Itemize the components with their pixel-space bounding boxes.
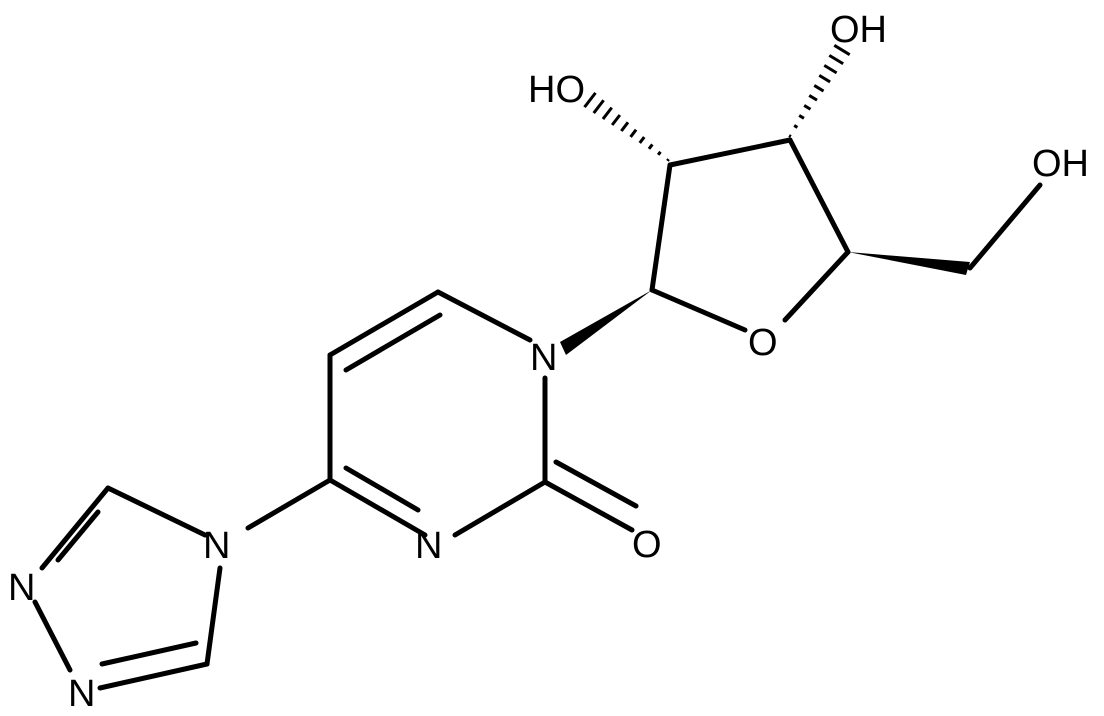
- wedge-c4p-c5p: [848, 252, 970, 275]
- hash-line: [610, 114, 622, 126]
- label-ho-top-left: HO: [528, 69, 585, 111]
- bond-c1p-c2p: [649, 162, 673, 293]
- label-n1: N: [530, 337, 557, 379]
- bond-tn4-c5: [105, 485, 208, 538]
- bond-c4p-o4p: [782, 249, 851, 323]
- bond-c3-tn4: [204, 565, 223, 667]
- bond-c5p-oh: [967, 182, 1043, 271]
- label-carbonyl-oxygen: O: [632, 524, 662, 566]
- wedge-c1p-n1: [560, 290, 652, 355]
- hash-line: [656, 150, 662, 156]
- bond-o4p-c1p: [649, 287, 748, 333]
- bond-c5-c6: [327, 289, 441, 358]
- hash-line: [793, 124, 799, 129]
- bond-n3-c2: [452, 479, 548, 538]
- hash-line: [666, 158, 670, 162]
- hash-c2p-oh: [583, 91, 670, 162]
- label-n3: N: [415, 525, 442, 567]
- hash-line: [823, 64, 838, 75]
- hash-line: [788, 134, 792, 138]
- label-oh-top-right: OH: [830, 9, 887, 51]
- hash-line: [638, 136, 646, 144]
- bond-c4-n3: [327, 477, 428, 538]
- label-triazole-n4: N: [203, 525, 230, 567]
- hash-line: [583, 91, 597, 109]
- hash-line: [620, 121, 630, 132]
- bond-c5-c6-double: [343, 312, 443, 373]
- bond-c6-n1: [435, 289, 533, 343]
- bond-c4-n3-double: [343, 465, 421, 513]
- bond-c2p-c3p: [667, 137, 793, 168]
- hash-line: [647, 143, 654, 150]
- bond-c2-o: [542, 479, 635, 533]
- label-oh-right: OH: [1032, 143, 1089, 185]
- bond-c2-o-double: [553, 459, 639, 509]
- hash-line: [818, 74, 831, 84]
- hash-line: [592, 99, 605, 115]
- label-triazole-n1: N: [68, 673, 95, 715]
- bond-c4-triazole: [245, 477, 333, 531]
- hash-line: [629, 128, 638, 138]
- bond-c5-tn1-double: [55, 509, 101, 563]
- hash-line: [808, 94, 818, 102]
- bond-tn2-c3: [97, 661, 210, 691]
- hash-line: [798, 114, 805, 120]
- hash-line: [601, 106, 613, 120]
- bond-c5-tn1: [39, 485, 111, 571]
- hash-c3p-oh: [788, 44, 851, 138]
- hash-line: [828, 54, 844, 66]
- bond-tn1-tn2: [32, 599, 73, 673]
- bond-tn2-c3-double: [99, 640, 199, 667]
- hash-line: [833, 44, 851, 56]
- hash-line: [803, 104, 812, 111]
- bond-c3p-c4p: [787, 137, 851, 255]
- label-triazole-n2: N: [8, 567, 35, 609]
- label-ring-oxygen: O: [748, 322, 778, 364]
- hash-line: [813, 84, 825, 93]
